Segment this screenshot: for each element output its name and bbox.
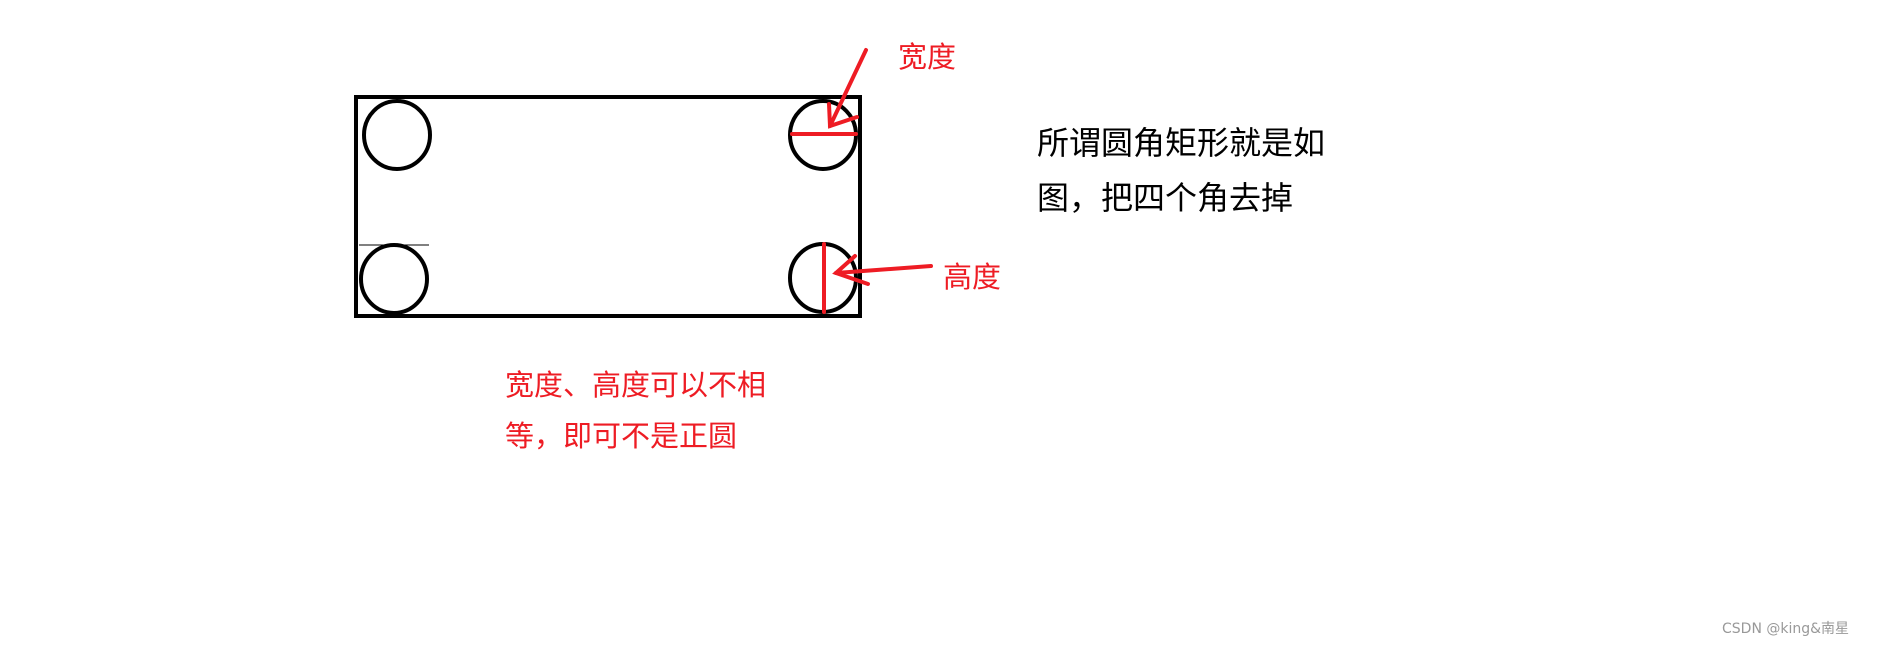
note-line-2: 等，即可不是正圆 (505, 419, 738, 453)
width-arrowhead (827, 102, 859, 129)
width-arrow (828, 48, 868, 128)
watermark: CSDN @king&南星 (1722, 621, 1850, 637)
corner-circle-bottom-left (359, 243, 429, 315)
height-arrowhead (832, 254, 870, 286)
rectangle-outline (354, 95, 862, 318)
description-line-2: 图，把四个角去掉 (1037, 179, 1294, 217)
description-line-1: 所谓圆角矩形就是如 (1037, 124, 1326, 162)
height-arrow (834, 264, 933, 275)
width-label: 宽度 (898, 40, 957, 74)
height-label: 高度 (943, 260, 1002, 294)
corner-circle-top-left (362, 99, 432, 171)
note-line-1: 宽度、高度可以不相 (505, 368, 767, 402)
